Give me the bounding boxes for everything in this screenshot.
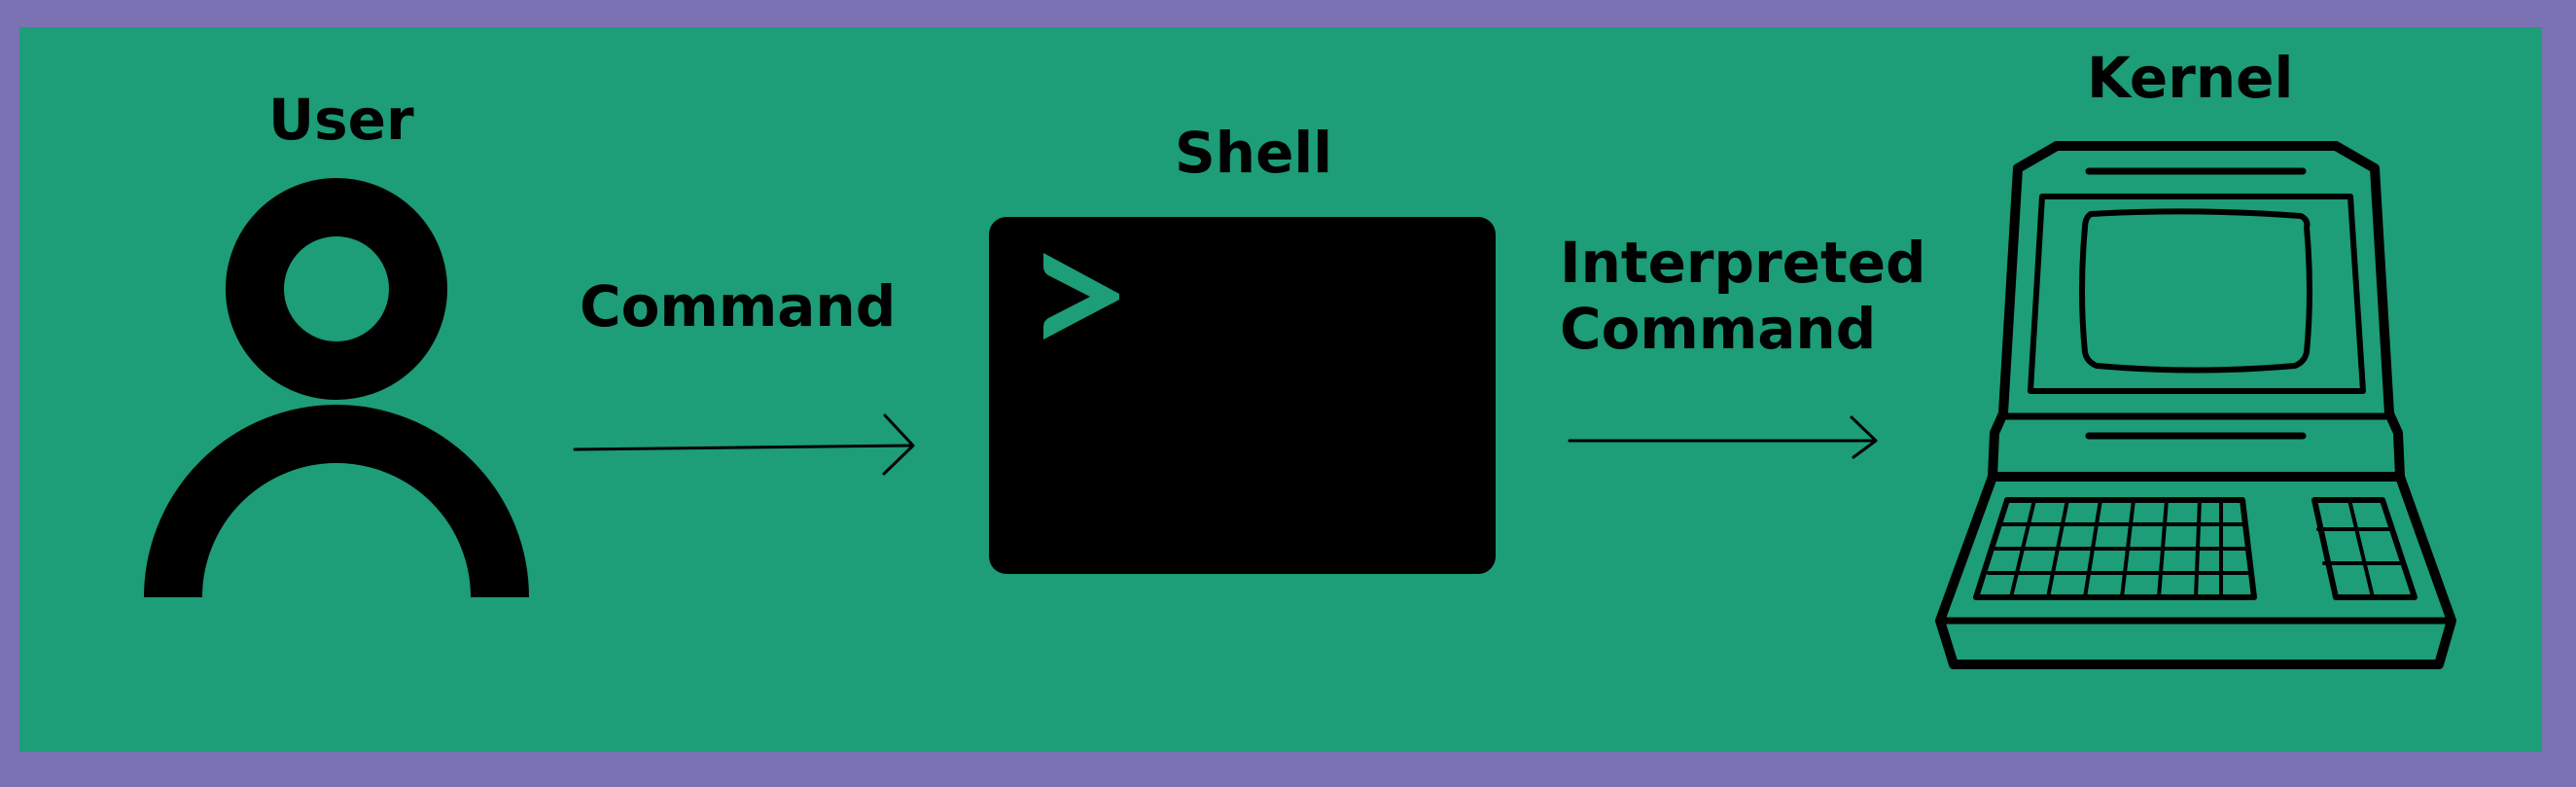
user-label: User <box>268 87 414 153</box>
prompt-chevron-icon <box>1043 253 1119 340</box>
command-edge-label: Command <box>580 273 897 340</box>
kernel-label: Kernel <box>2087 45 2294 111</box>
user-icon <box>144 178 529 598</box>
computer-icon <box>1935 141 2456 669</box>
interpreted-command-label-line2: Command <box>1560 296 1877 362</box>
arrow-interpreted-command <box>1568 415 1878 459</box>
interpreted-command-label-line1: Interpreted <box>1560 230 1926 296</box>
arrow-command <box>573 413 915 476</box>
shell-label: Shell <box>1175 120 1333 186</box>
terminal-icon <box>989 217 1496 574</box>
